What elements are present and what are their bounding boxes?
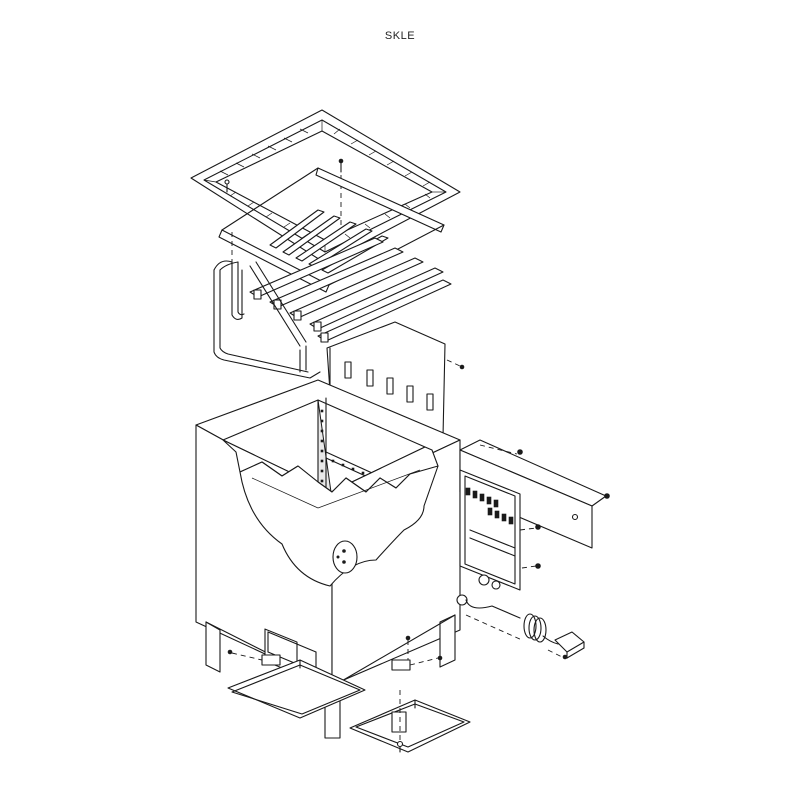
diagram-title: SKLE [384,30,416,42]
top-screw [338,158,344,225]
top-frame [190,109,461,264]
base-trays [227,635,471,753]
grill-bars [218,167,452,343]
heating-element [213,232,321,379]
control-panel [459,439,610,591]
cabinet [195,379,468,739]
power-cord [465,599,585,660]
